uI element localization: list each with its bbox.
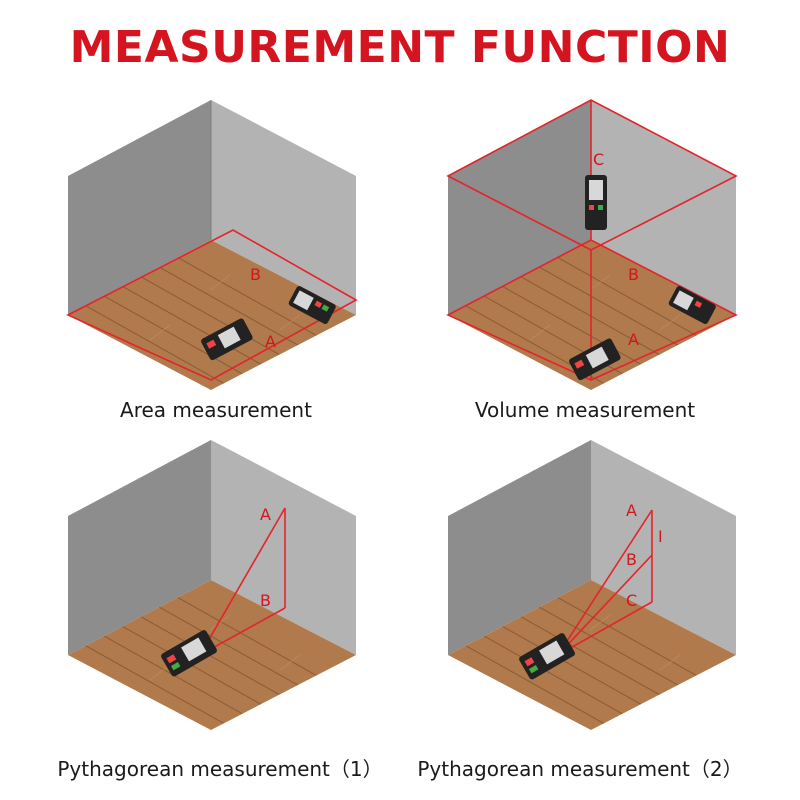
pythagorean-1-panel: A B bbox=[60, 430, 360, 730]
right-wall bbox=[591, 440, 736, 655]
volume-room-illustration: C B A bbox=[446, 99, 738, 390]
pythagorean-1-caption: Pythagorean measurement（1） bbox=[57, 757, 383, 781]
label-b: B bbox=[628, 265, 639, 284]
label-a: A bbox=[626, 501, 637, 520]
label-a: A bbox=[628, 330, 639, 349]
area-measurement-panel: B A bbox=[60, 90, 360, 390]
label-b: B bbox=[626, 550, 637, 569]
label-i: I bbox=[658, 527, 663, 546]
laser-device-icon bbox=[569, 338, 621, 381]
label-c: C bbox=[626, 591, 637, 610]
pythagorean-2-panel: A B C I bbox=[440, 430, 740, 730]
laser-device-icon bbox=[519, 633, 575, 680]
laser-device-icon bbox=[161, 630, 217, 677]
laser-device-icon bbox=[668, 286, 716, 325]
volume-measurement-panel: C B A bbox=[440, 90, 740, 390]
floor bbox=[448, 580, 736, 730]
volume-caption: Volume measurement bbox=[474, 398, 696, 422]
area-laser-rectangle bbox=[66, 229, 358, 381]
label-a: A bbox=[260, 505, 271, 524]
label-b: B bbox=[260, 591, 271, 610]
pythagorean-2-room-illustration: A B C I bbox=[448, 440, 736, 730]
area-caption: Area measurement bbox=[120, 398, 312, 422]
back-wall bbox=[448, 100, 591, 315]
pythagorean-2-caption: Pythagorean measurement（2） bbox=[417, 757, 743, 781]
laser-device-icon bbox=[585, 175, 607, 230]
label-b: B bbox=[250, 265, 261, 284]
laser-device-icon bbox=[288, 286, 336, 325]
right-wall bbox=[211, 440, 356, 655]
label-a: A bbox=[265, 332, 276, 351]
label-c: C bbox=[593, 150, 604, 169]
page-title: MEASUREMENT FUNCTION bbox=[69, 22, 731, 73]
back-wall bbox=[68, 440, 211, 655]
pythagorean-1-room-illustration: A B bbox=[68, 440, 356, 730]
right-wall bbox=[211, 100, 356, 315]
area-room-illustration: B A bbox=[66, 100, 358, 390]
laser-device-icon bbox=[201, 318, 253, 361]
back-wall bbox=[68, 100, 211, 315]
back-wall bbox=[448, 440, 591, 655]
right-wall bbox=[591, 100, 736, 315]
pythagorean-2-laser-lines bbox=[557, 509, 653, 656]
